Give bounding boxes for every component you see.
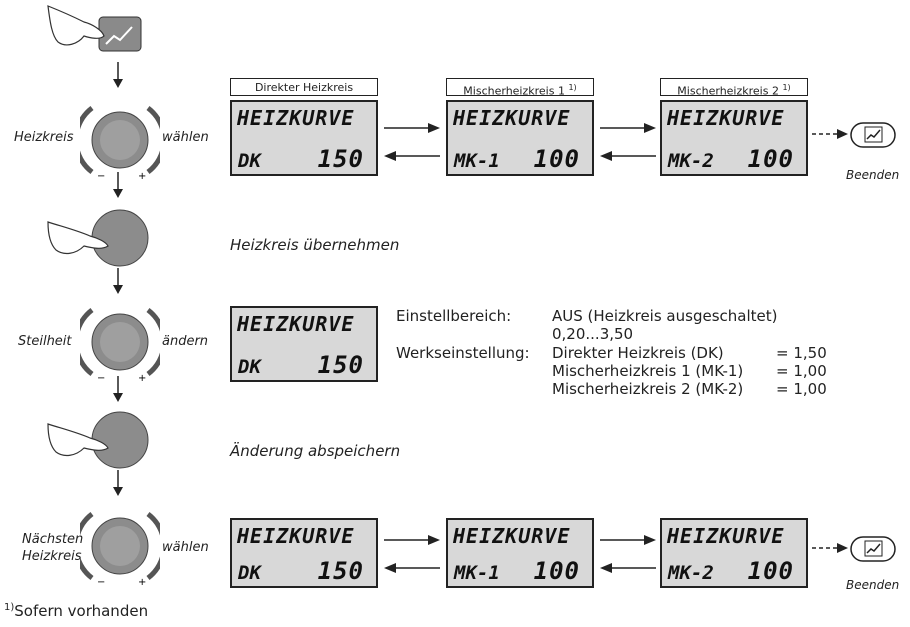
arrow-down-3 xyxy=(112,268,124,294)
settings-range-line1: AUS (Heizkreis ausgeschaltet) xyxy=(552,307,778,325)
arrow-left-3 xyxy=(384,562,440,574)
arrow-left-1 xyxy=(384,150,440,162)
hand-press-icon xyxy=(47,221,109,255)
arrow-down-1 xyxy=(112,62,124,88)
curve-exit-button-1[interactable] xyxy=(850,122,896,152)
svg-text:−: − xyxy=(97,373,105,382)
arrow-right-1 xyxy=(384,122,440,134)
factory-value-mk1: = 1,00 xyxy=(776,362,827,380)
lcd-mk2: HEIZKURVE MK-2 100 xyxy=(660,100,808,176)
arrow-right-3 xyxy=(384,534,440,546)
header-mischerheizkreis-2: Mischerheizkreis 2 1) xyxy=(660,78,808,98)
svg-text:+: + xyxy=(138,577,146,586)
factory-name-mk1: Mischerheizkreis 1 (MK-1) xyxy=(552,362,744,380)
label-waehlen-1: wählen xyxy=(162,130,209,145)
curve-exit-icon xyxy=(850,536,896,562)
lcd-mk2-next: HEIZKURVE MK-2 100 xyxy=(660,518,808,588)
label-aendern: ändern xyxy=(162,334,209,349)
arrow-down-4 xyxy=(112,376,124,402)
curve-exit-button-2[interactable] xyxy=(850,536,896,566)
step-heizkreis-uebernehmen: Heizkreis übernehmen xyxy=(230,236,400,254)
lcd-mk1-next: HEIZKURVE MK-1 100 xyxy=(446,518,594,588)
factory-name-dk: Direkter Heizkreis (DK) xyxy=(552,344,724,362)
rotary-knob-select[interactable]: −+ xyxy=(73,100,167,182)
svg-text:+: + xyxy=(138,171,146,180)
factory-value-mk2: = 1,00 xyxy=(776,380,827,398)
hand-press-knob-1 xyxy=(44,208,154,268)
hand-press-icon xyxy=(47,5,105,46)
arrow-right-2 xyxy=(600,122,656,134)
arrow-right-4 xyxy=(600,534,656,546)
step-aenderung-abspeichern: Änderung abspeichern xyxy=(230,442,401,460)
curve-exit-icon xyxy=(850,122,896,148)
label-heizkreis-2: Heizkreis xyxy=(22,549,82,564)
label-heizkreis: Heizkreis xyxy=(14,130,74,145)
label-steilheit: Steilheit xyxy=(18,334,72,349)
rotary-knob-change[interactable]: −+ xyxy=(73,302,167,384)
arrow-dashed-exit-1 xyxy=(812,128,848,140)
curve-button-icon xyxy=(98,16,142,52)
svg-text:−: − xyxy=(97,171,105,180)
hand-press-icon xyxy=(47,423,109,457)
hand-press-curve-button xyxy=(44,0,144,60)
arrow-left-4 xyxy=(600,562,656,574)
settings-factory-label: Werkseinstellung: xyxy=(396,344,530,362)
beenden-1: Beenden xyxy=(846,168,900,182)
header-mischerheizkreis-1: Mischerheizkreis 1 1) xyxy=(446,78,594,98)
lcd-edit-dk: HEIZKURVE DK 150 xyxy=(230,306,378,382)
beenden-2: Beenden xyxy=(846,578,900,592)
rotary-knob-next[interactable]: −+ xyxy=(73,506,167,588)
hand-press-knob-2 xyxy=(44,410,154,470)
lcd-dk: HEIZKURVE DK 150 xyxy=(230,100,378,176)
lcd-dk-next: HEIZKURVE DK 150 xyxy=(230,518,378,588)
factory-value-dk: = 1,50 xyxy=(776,344,827,362)
svg-text:+: + xyxy=(138,373,146,382)
arrow-down-5 xyxy=(112,470,124,496)
svg-text:−: − xyxy=(97,577,105,586)
header-direkter-heizkreis: Direkter Heizkreis xyxy=(230,78,378,96)
settings-range-line2: 0,20...3,50 xyxy=(552,325,634,343)
arrow-down-2 xyxy=(112,172,124,198)
arrow-dashed-exit-2 xyxy=(812,542,848,554)
footnote: 1)Sofern vorhanden xyxy=(4,602,149,620)
lcd-mk1: HEIZKURVE MK-1 100 xyxy=(446,100,594,176)
label-naechsten: Nächsten xyxy=(22,532,84,547)
factory-name-mk2: Mischerheizkreis 2 (MK-2) xyxy=(552,380,744,398)
label-waehlen-2: wählen xyxy=(162,540,209,555)
arrow-left-2 xyxy=(600,150,656,162)
settings-range-label: Einstellbereich: xyxy=(396,307,512,325)
